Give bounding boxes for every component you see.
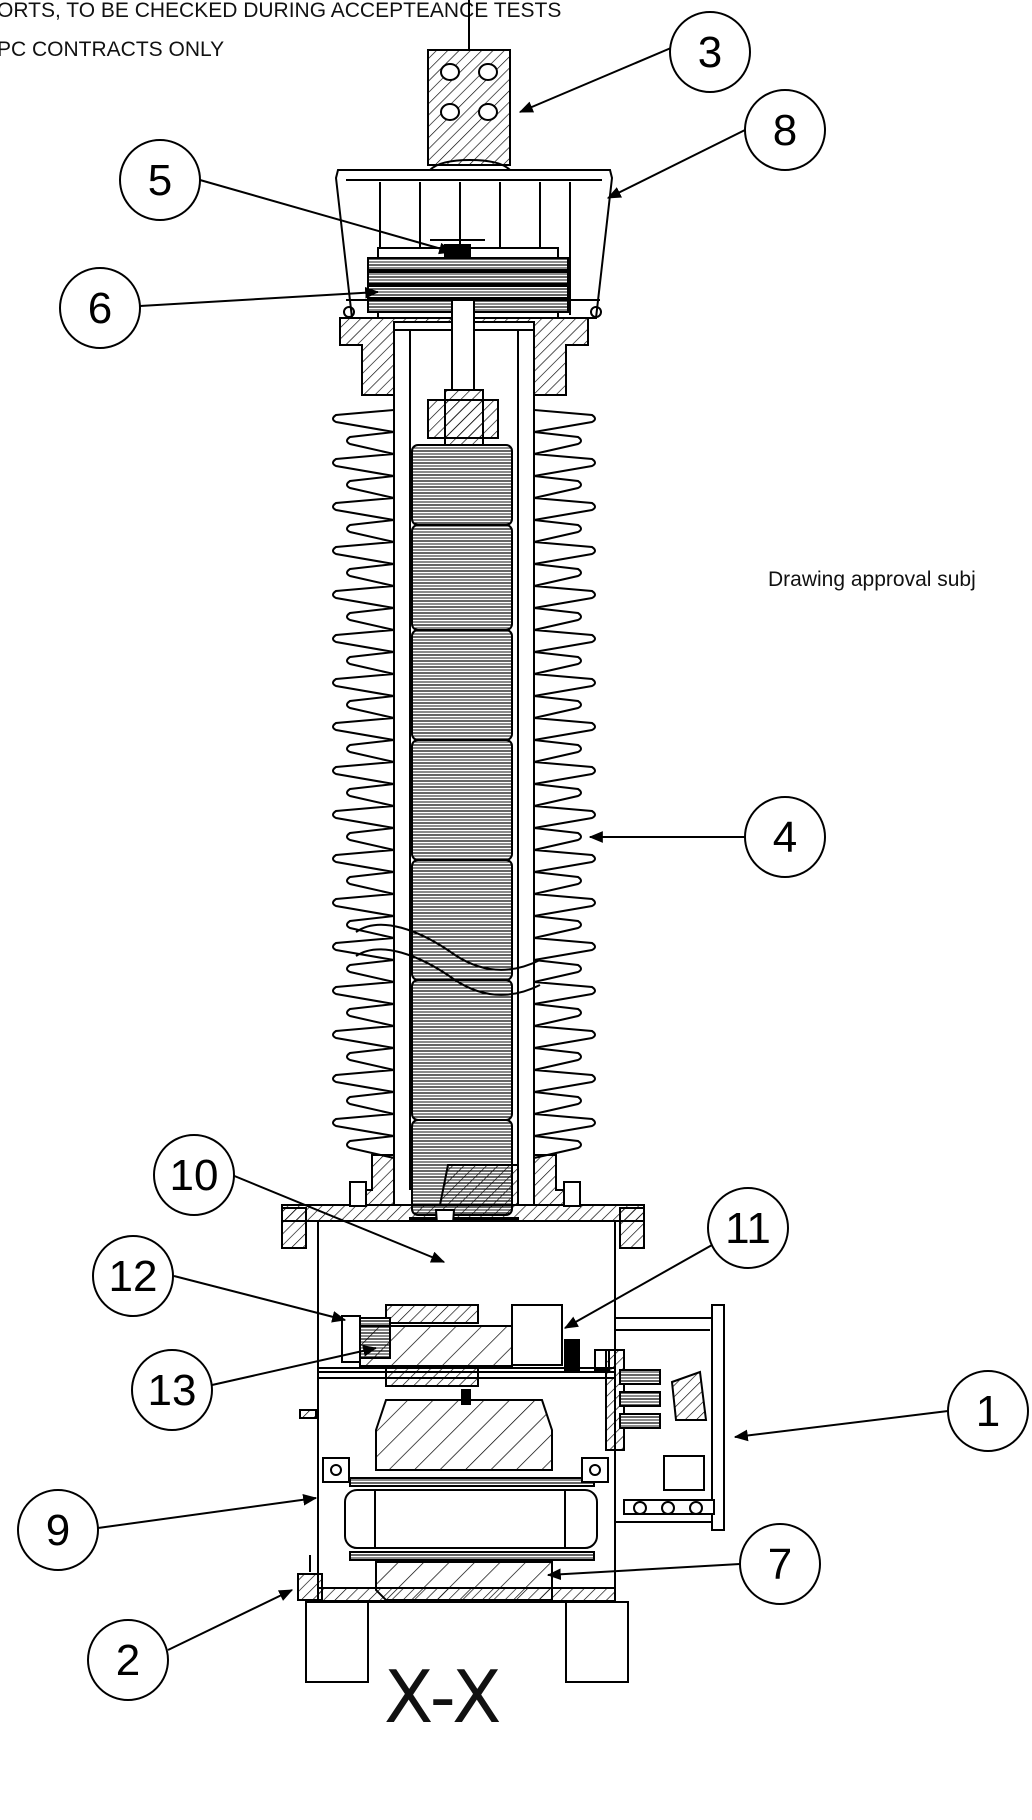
leader-13 [211, 1345, 378, 1386]
svg-text:13: 13 [148, 1366, 197, 1415]
svg-text:4: 4 [773, 813, 797, 862]
leader-2 [167, 1589, 294, 1651]
leader-7 [546, 1563, 741, 1581]
note-contracts-only: PC CONTRACTS ONLY [0, 38, 225, 61]
svg-text:6: 6 [88, 284, 112, 333]
svg-text:11: 11 [725, 1204, 771, 1253]
balloon-5: 5 [119, 139, 201, 221]
coil-stack [409, 444, 519, 1221]
balloon-9: 9 [17, 1489, 99, 1571]
leader-8 [606, 129, 746, 199]
balloon-4: 4 [744, 796, 826, 878]
note-drawing-approval: Drawing approval subj [768, 568, 976, 591]
leader-9 [97, 1493, 318, 1529]
balloon-8: 8 [744, 89, 826, 171]
svg-text:9: 9 [46, 1506, 70, 1555]
balloon-1: 1 [947, 1370, 1029, 1452]
section-label: X-X [384, 1655, 502, 1739]
svg-text:5: 5 [148, 156, 172, 205]
svg-text:8: 8 [773, 106, 797, 155]
leader-1 [733, 1410, 949, 1442]
svg-text:2: 2 [116, 1636, 140, 1685]
balloon-12: 12 [92, 1235, 174, 1317]
top-terminal-pad [427, 0, 511, 166]
leader-10 [231, 1174, 446, 1263]
balloon-3: 3 [669, 11, 751, 93]
balloon-6: 6 [59, 267, 141, 349]
central-column [393, 299, 535, 1190]
leader-11 [563, 1244, 713, 1329]
leader-lines [97, 44, 949, 1651]
leader-6 [139, 286, 380, 307]
balloon-2: 2 [87, 1619, 169, 1701]
earth-terminal [297, 1555, 323, 1601]
balloon-13: 13 [131, 1349, 213, 1431]
svg-text:7: 7 [768, 1540, 792, 1589]
break-line [355, 923, 541, 996]
balloon-10: 10 [153, 1134, 235, 1216]
core-assembly [322, 1389, 609, 1601]
leader-5 [199, 179, 454, 255]
svg-text:12: 12 [109, 1252, 158, 1301]
leader-12 [173, 1275, 347, 1323]
porcelain-insulator [332, 400, 596, 1159]
svg-text:3: 3 [698, 28, 722, 77]
leader-3 [518, 44, 679, 113]
insulator-base-flange [281, 1154, 645, 1266]
balloon-7: 7 [739, 1523, 821, 1605]
terminal-box [605, 1304, 725, 1531]
note-acceptance-tests: ORTS, TO BE CHECKED DURING ACCEPTEANCE T… [0, 0, 562, 22]
svg-text:10: 10 [170, 1151, 219, 1200]
svg-text:1: 1 [976, 1387, 1000, 1436]
balloon-11: 11 [707, 1187, 789, 1269]
